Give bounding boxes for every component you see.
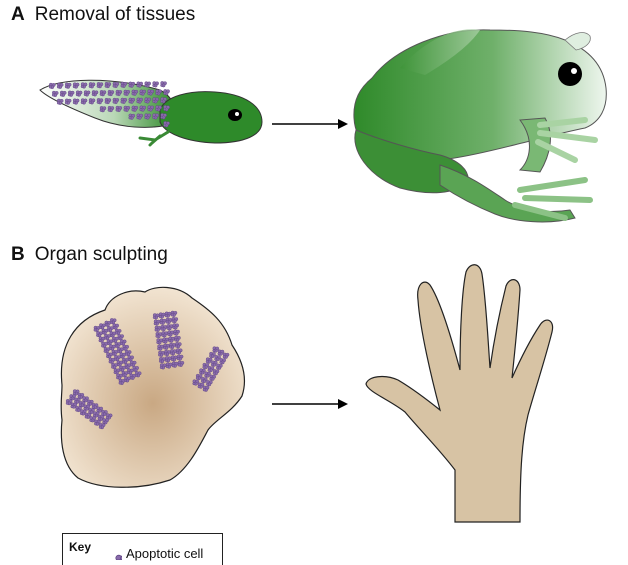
key-legend: Key Apoptotic cell — [62, 533, 223, 565]
adult-hand-illustration — [366, 265, 553, 522]
key-title: Key — [69, 540, 91, 554]
embryonic-limb-illustration — [61, 287, 244, 487]
apoptotic-cell-icon — [106, 546, 122, 560]
apoptotic-cell — [153, 81, 159, 87]
tadpole-illustration — [40, 80, 262, 145]
key-item-label: Apoptotic cell — [126, 546, 203, 561]
arrow-b — [272, 399, 348, 409]
frog-illustration — [354, 29, 606, 222]
apoptotic-cell — [145, 82, 151, 88]
arrow-a — [272, 119, 348, 129]
apoptotic-cell — [161, 81, 167, 87]
apoptotic-cell — [164, 89, 170, 95]
